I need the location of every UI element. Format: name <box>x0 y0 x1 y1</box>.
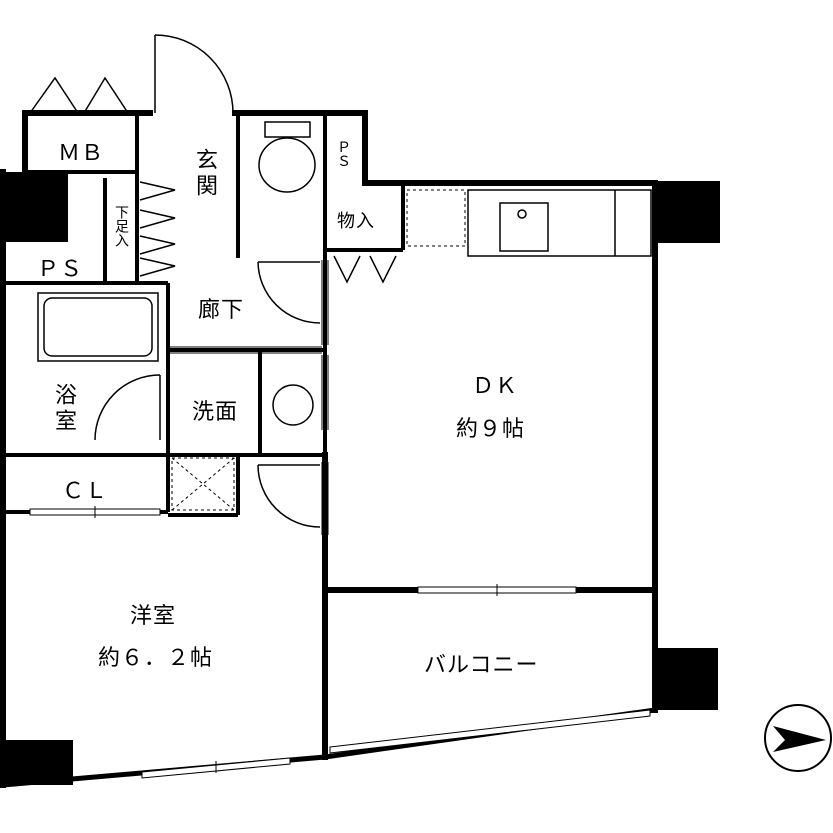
cl-label: ＣＬ <box>62 479 109 504</box>
sink-icon <box>517 209 527 219</box>
balcony-label: バルコニー <box>424 653 539 678</box>
ps-top-label: ＰＳ <box>335 140 351 168</box>
washer-pan <box>171 457 235 511</box>
entrance-label: 玄関 <box>192 148 217 200</box>
shoe-box-label: 下足入 <box>113 205 129 247</box>
fridge-space <box>406 189 466 247</box>
western-room-name-label: 洋室 <box>130 604 177 629</box>
kitchen-counter <box>467 189 652 257</box>
door-swing-icon <box>29 34 397 528</box>
hallway-label: 廊下 <box>198 298 245 323</box>
pillars <box>3 172 720 785</box>
bath-label: 浴室 <box>51 383 76 435</box>
dk-size-label: 約９帖 <box>456 417 526 442</box>
exterior-walls <box>0 110 658 788</box>
ps-left-label: ＰＳ <box>37 257 84 282</box>
bathtub-icon <box>37 292 159 362</box>
washroom-label: 洗面 <box>192 400 239 425</box>
sliding-doors <box>29 260 651 779</box>
north-arrow-icon <box>764 704 832 772</box>
western-room-size-label: 約６．２帖 <box>98 646 214 671</box>
mb-label: ＭＢ <box>58 141 105 166</box>
washbasin-icon <box>272 384 314 426</box>
dk-name-label: ＤＫ <box>472 374 519 399</box>
storage-label: 物入 <box>337 211 375 232</box>
toilet-icon <box>258 121 316 193</box>
